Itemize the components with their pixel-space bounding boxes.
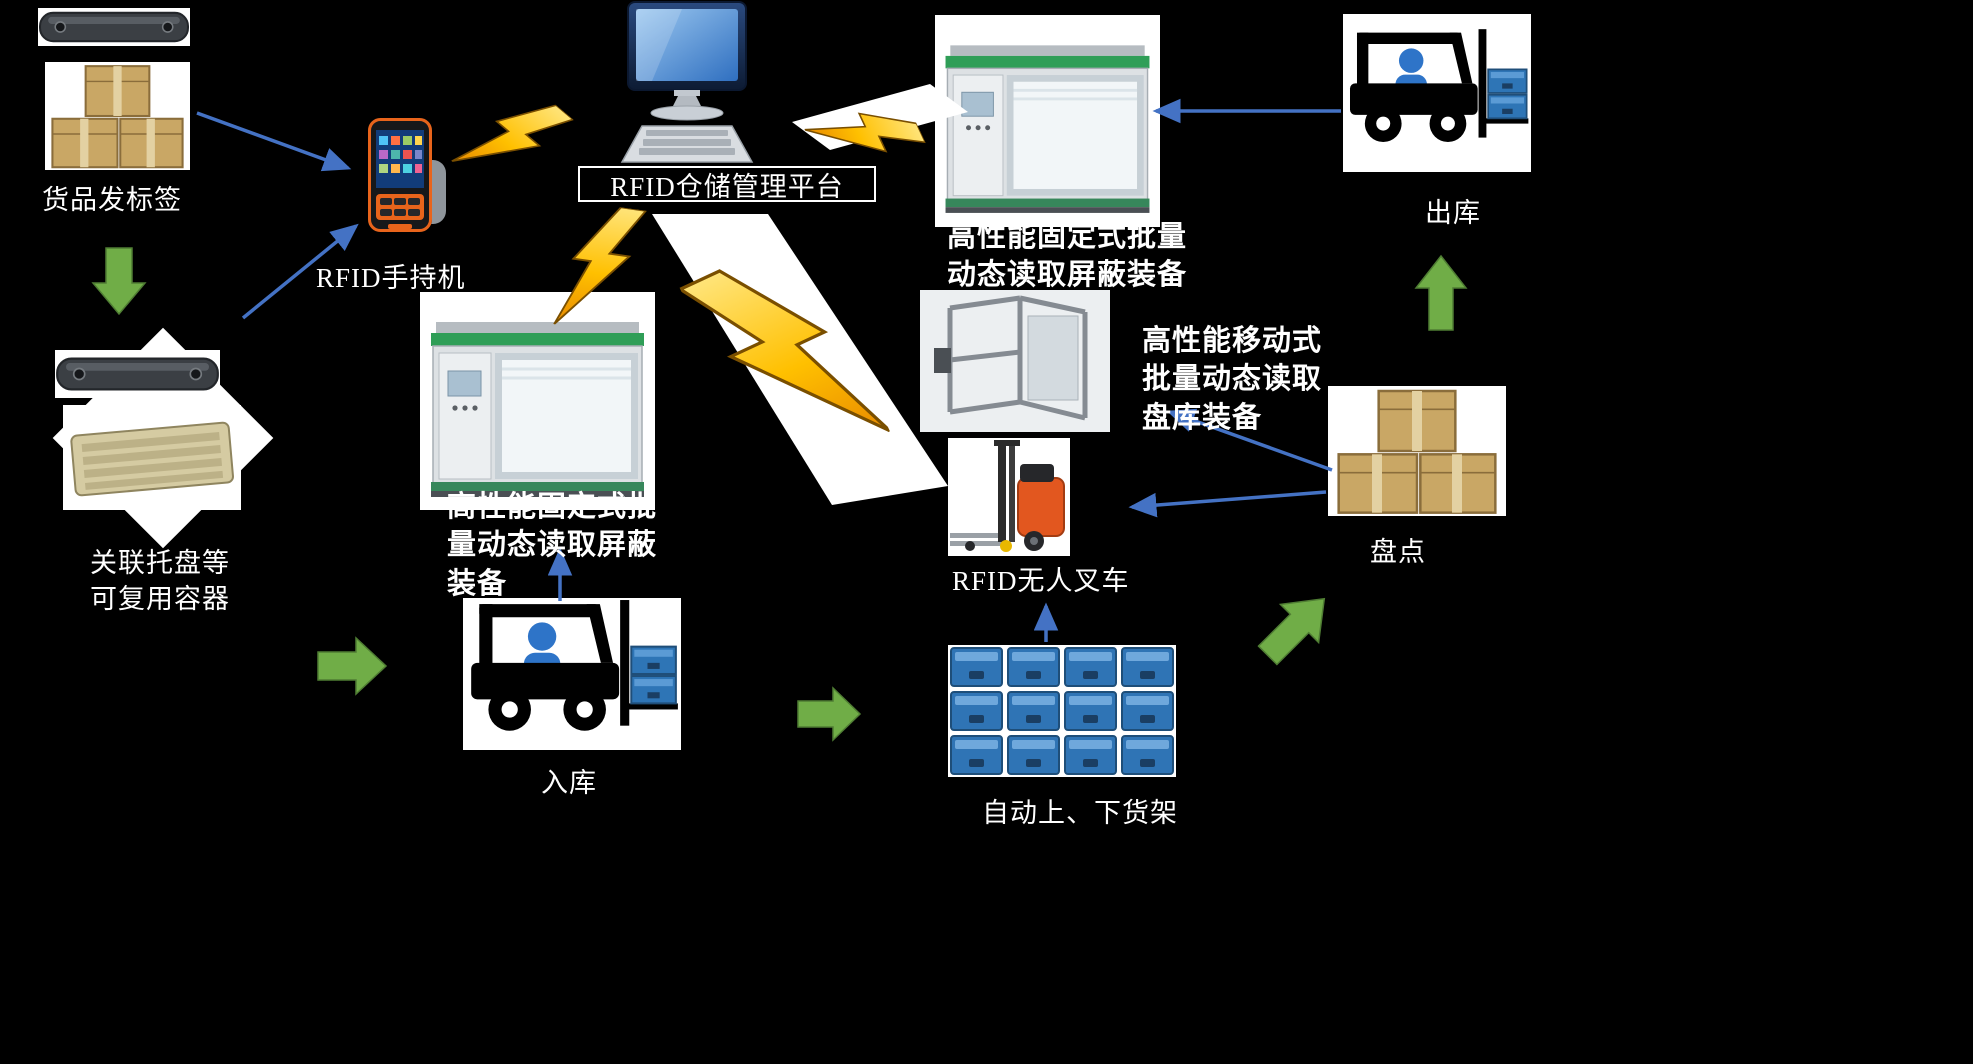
lightning-band xyxy=(652,214,948,505)
stocktake-label: 盘点 xyxy=(1370,537,1426,567)
forklift-icon xyxy=(1343,14,1531,172)
shielded-reader-cabinet-icon xyxy=(420,292,655,510)
inbound-forklift-card xyxy=(463,598,681,750)
fixed-reader-center-label: 高性能固定式批 量动态读取屏蔽 装备 xyxy=(447,491,658,600)
inbound-label: 入库 xyxy=(541,768,597,798)
auto-shelving-label: 自动上、下货架 xyxy=(982,798,1178,828)
rfid-tag-card xyxy=(38,8,190,46)
desktop-computer-icon xyxy=(620,1,754,163)
rfid-handheld xyxy=(358,116,454,240)
fixed-reader-right-label: 高性能固定式批量 动态读取屏蔽装备 xyxy=(947,221,1188,292)
lightning-bolt-icon xyxy=(680,234,889,485)
management-computer xyxy=(612,0,762,168)
unmanned-forklift-label: RFID无人叉车 xyxy=(952,566,1130,596)
carton-boxes-icon xyxy=(45,62,190,170)
pallet-container-label: 关联托盘等 可复用容器 xyxy=(90,548,230,614)
green-arrow-right-icon xyxy=(797,686,862,742)
blue-arrow-boxes-to-handheld xyxy=(196,111,352,172)
pallet-tag-card xyxy=(55,350,220,398)
platform-label-box: RFID仓储管理平台 xyxy=(578,166,876,202)
unmanned-forklift-card xyxy=(948,438,1070,556)
shielded-reader-cabinet-icon xyxy=(935,15,1160,227)
goods-boxes-card xyxy=(45,62,190,170)
fixed-reader-center-card xyxy=(420,292,655,510)
mobile-reader-frame-card xyxy=(920,290,1110,432)
pallet-card xyxy=(63,405,241,510)
fixed-reader-right-card xyxy=(935,15,1160,227)
stocktake-boxes-card xyxy=(1328,386,1506,516)
handheld-label: RFID手持机 xyxy=(316,263,466,293)
stacker-forklift-icon xyxy=(948,438,1070,556)
green-arrow-right-icon xyxy=(317,636,388,696)
outbound-forklift-card xyxy=(1343,14,1531,172)
green-arrow-diagonal-icon xyxy=(1257,597,1326,666)
rfid-tag-icon xyxy=(38,8,190,46)
blue-tote-rack-icon xyxy=(948,645,1176,777)
rfid-handheld-icon xyxy=(368,118,446,232)
blue-arrow-stocktake-to-forklift xyxy=(1128,490,1327,518)
mobile-reader-label: 高性能移动式 批量动态读取 盘库装备 xyxy=(1142,325,1323,434)
lightning-bolt-icon xyxy=(450,75,575,205)
outbound-label: 出库 xyxy=(1425,198,1481,228)
shelf-totes-card xyxy=(948,645,1176,777)
green-arrow-up-icon xyxy=(1414,254,1468,331)
gantry-frame-icon xyxy=(920,290,1110,432)
platform-label: RFID仓储管理平台 xyxy=(610,171,844,202)
forklift-icon xyxy=(463,598,681,750)
pallet-tray-icon xyxy=(63,405,241,510)
goods-tagging-label: 货品发标签 xyxy=(42,185,182,215)
rfid-tag-icon xyxy=(55,350,220,398)
green-arrow-down-icon xyxy=(91,247,147,316)
carton-boxes-icon xyxy=(1328,386,1506,516)
